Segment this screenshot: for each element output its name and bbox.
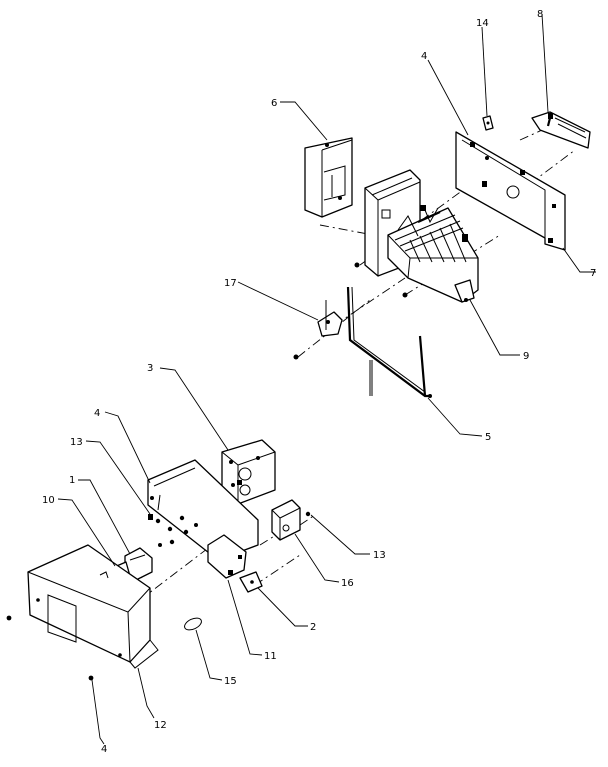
part-14-clip (482, 115, 494, 131)
screws-upper (293, 262, 408, 360)
callout-5: 5 (485, 432, 491, 443)
part-17-bracket (317, 300, 343, 337)
callout-2: 2 (310, 622, 316, 633)
callout-4-upper: 4 (421, 51, 427, 62)
part-16-box (271, 499, 301, 541)
callout-14: 14 (476, 18, 489, 29)
callout-1: 1 (69, 475, 75, 486)
callout-12: 12 (154, 720, 167, 731)
part-11-switch (207, 534, 247, 579)
callout-6: 6 (271, 98, 277, 109)
callout-16: 16 (341, 578, 354, 589)
callout-7: 7 (590, 268, 596, 279)
callout-4-middle: 4 (94, 408, 100, 419)
callout-9: 9 (523, 351, 529, 362)
part-8-thermostat (531, 111, 591, 149)
callout-labels: 14 8 4 6 7 17 9 3 5 4 13 1 10 13 16 2 11… (42, 9, 596, 755)
part-9-ice-tray (387, 205, 479, 303)
callout-17: 17 (224, 278, 237, 289)
part-3-motor (221, 439, 276, 505)
part-5-wire-harness (346, 286, 432, 398)
leader-lines (57, 13, 596, 745)
part-4-support-plate (147, 459, 259, 561)
part-4-mounting-plate (455, 131, 566, 251)
callout-11: 11 (264, 651, 277, 662)
callout-13-right: 13 (373, 550, 386, 561)
part-12-front-cover (6, 544, 159, 681)
callout-4-lower: 4 (101, 744, 107, 755)
callout-15: 15 (224, 676, 237, 687)
callout-13-left: 13 (70, 437, 83, 448)
callout-3: 3 (147, 363, 153, 374)
callout-8: 8 (537, 9, 543, 20)
part-15-o-ring (184, 617, 202, 631)
part-6-bracket (304, 137, 353, 218)
screws-13-cluster (155, 511, 311, 547)
part-2-plate (239, 571, 263, 593)
callout-10: 10 (42, 495, 55, 506)
